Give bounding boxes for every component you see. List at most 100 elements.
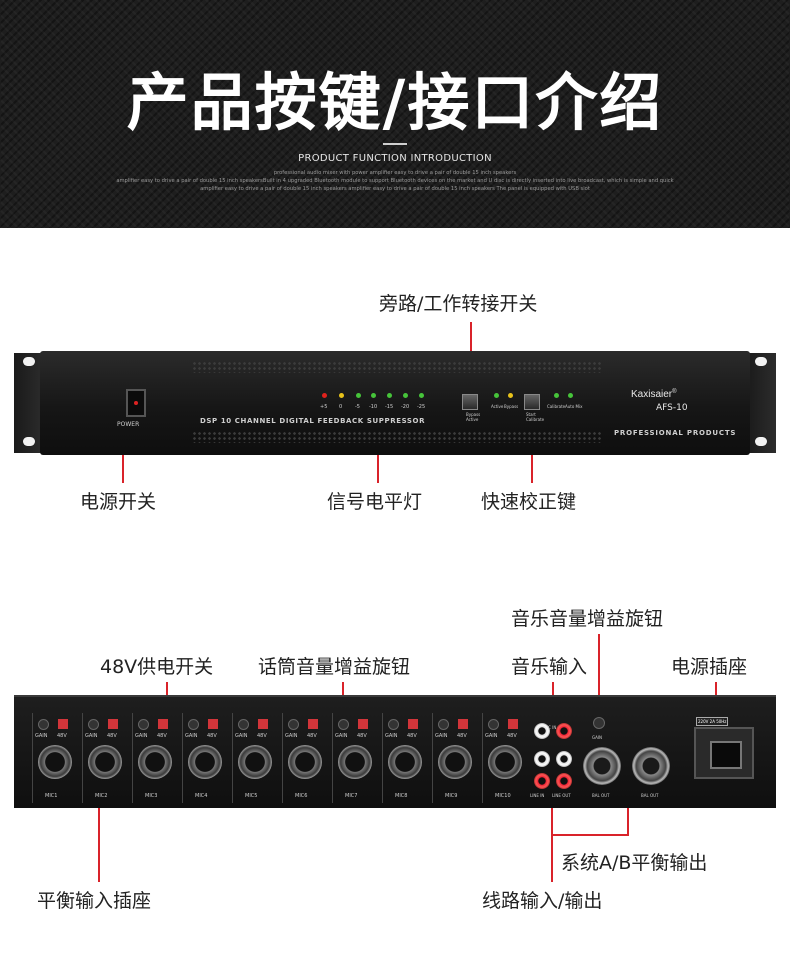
gain-label: GAIN: [235, 733, 248, 739]
rack-hole: [755, 437, 767, 446]
rack-ear-right: [746, 353, 776, 453]
xlr-input-jack[interactable]: [438, 745, 472, 779]
mic-channel-label: MIC8: [395, 793, 408, 799]
power-rating-label: 220V 2A 50Hz: [696, 717, 729, 726]
front-panel: POWER DSP 10 CHANNEL DIGITAL FEEDBACK SU…: [14, 351, 776, 455]
front-faceplate: [40, 351, 750, 455]
xlr-input-jack[interactable]: [338, 745, 372, 779]
model-number: AFS-10: [656, 403, 688, 413]
mic-gain-knob[interactable]: [438, 719, 449, 730]
vent-grille: [192, 361, 602, 373]
xlr-input-jack[interactable]: [388, 745, 422, 779]
label-phantom-switch: 48V供电开关: [100, 656, 214, 678]
header-banner: 产品按键/接口介绍 PRODUCT FUNCTION INTRODUCTION …: [0, 0, 790, 228]
phantom-power-switch[interactable]: [408, 719, 418, 729]
led-scale-label: -10: [369, 404, 378, 410]
phantom-label: 48V: [257, 733, 267, 739]
phantom-power-switch[interactable]: [258, 719, 268, 729]
power-socket-iec[interactable]: [694, 727, 754, 779]
led-calibrate: [554, 393, 559, 398]
gain-label: GAIN: [335, 733, 348, 739]
led-scale-label: -5: [355, 404, 360, 410]
rack-ear-left: [14, 353, 44, 453]
phantom-power-switch[interactable]: [508, 719, 518, 729]
line-out-left-jack[interactable]: [556, 751, 572, 767]
led-indicator: [419, 393, 424, 398]
xlr-input-jack[interactable]: [188, 745, 222, 779]
callout-hline-ab-output: [551, 834, 629, 836]
line-in-label: LINE IN: [530, 793, 545, 798]
brand-name-text: Kaxisaier: [631, 389, 673, 400]
phantom-label: 48V: [407, 733, 417, 739]
phantom-power-switch[interactable]: [358, 719, 368, 729]
status-bypass-label: Bypass: [504, 404, 519, 409]
banner-desc-3: amplifier easy to drive a pair of double…: [200, 186, 590, 192]
balanced-output-a-jack[interactable]: [583, 747, 621, 785]
xlr-input-jack[interactable]: [38, 745, 72, 779]
led-scale-label: -20: [401, 404, 410, 410]
tagline: PROFESSIONAL PRODUCTS: [614, 429, 737, 437]
balanced-output-b-jack[interactable]: [632, 747, 670, 785]
label-music-input: 音乐输入: [511, 656, 588, 678]
led-bypass: [508, 393, 513, 398]
label-signal-leds: 信号电平灯: [327, 491, 423, 513]
label-power-socket: 电源插座: [671, 656, 748, 678]
xlr-input-jack[interactable]: [138, 745, 172, 779]
xlr-input-jack[interactable]: [488, 745, 522, 779]
led-active: [494, 393, 499, 398]
mic-gain-knob[interactable]: [88, 719, 99, 730]
brand-name: Kaxisaier®: [631, 389, 677, 400]
bypass-active-button[interactable]: [462, 394, 478, 410]
music-in-right-jack[interactable]: [556, 723, 572, 739]
xlr-input-jack[interactable]: [88, 745, 122, 779]
mic-channel-label: MIC5: [245, 793, 258, 799]
music-in-left-jack[interactable]: [534, 723, 550, 739]
line-out-right-jack[interactable]: [556, 773, 572, 789]
phantom-label: 48V: [307, 733, 317, 739]
music-gain-knob[interactable]: [593, 717, 605, 729]
page-title: 产品按键/接口介绍: [126, 66, 664, 139]
line-in-left-jack[interactable]: [534, 751, 550, 767]
led-indicator: [387, 393, 392, 398]
rack-hole: [755, 357, 767, 366]
phantom-power-switch[interactable]: [458, 719, 468, 729]
phantom-power-switch[interactable]: [308, 719, 318, 729]
line-in-right-jack[interactable]: [534, 773, 550, 789]
phantom-power-switch[interactable]: [108, 719, 118, 729]
mic-gain-knob[interactable]: [38, 719, 49, 730]
led-indicator: [322, 393, 327, 398]
mic-gain-knob[interactable]: [288, 719, 299, 730]
status-active-label: Active: [491, 404, 504, 409]
phantom-power-switch[interactable]: [58, 719, 68, 729]
mic-gain-knob[interactable]: [238, 719, 249, 730]
led-indicator: [339, 393, 344, 398]
callout-line-music-gain: [598, 634, 600, 718]
label-quick-calibrate: 快速校正键: [481, 491, 577, 513]
mic-gain-knob[interactable]: [388, 719, 399, 730]
phantom-label: 48V: [107, 733, 117, 739]
mic-gain-knob[interactable]: [488, 719, 499, 730]
power-rocker-switch[interactable]: [126, 389, 146, 417]
mic-gain-knob[interactable]: [338, 719, 349, 730]
mic-channel-label: MIC3: [145, 793, 158, 799]
phantom-label: 48V: [57, 733, 67, 739]
bypass-btn-label: Bypass: [466, 412, 481, 417]
mic-gain-knob[interactable]: [138, 719, 149, 730]
page-subtitle: PRODUCT FUNCTION INTRODUCTION: [298, 153, 492, 164]
phantom-power-switch[interactable]: [208, 719, 218, 729]
mic-gain-knob[interactable]: [188, 719, 199, 730]
label-music-gain: 音乐音量增益旋钮: [511, 608, 664, 630]
phantom-power-switch[interactable]: [158, 719, 168, 729]
calibrate-btn-label: Calibrate: [526, 417, 545, 422]
led-indicator: [371, 393, 376, 398]
quick-calibrate-button[interactable]: [524, 394, 540, 410]
xlr-input-jack[interactable]: [288, 745, 322, 779]
xlr-input-jack[interactable]: [238, 745, 272, 779]
status-automix-label: Auto Mix: [565, 404, 583, 409]
